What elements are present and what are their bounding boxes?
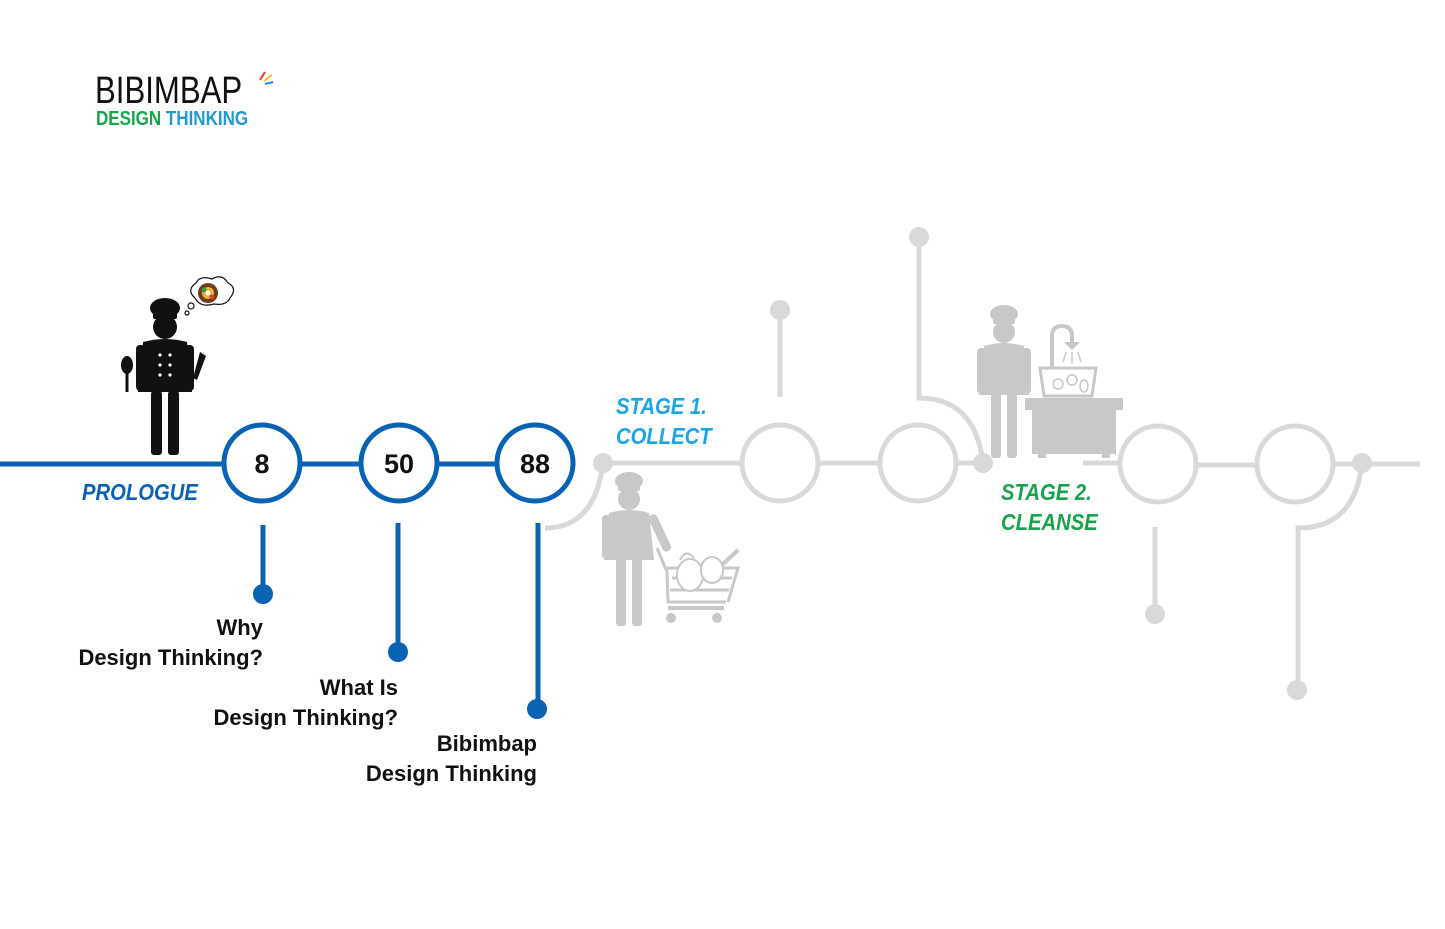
inactive-node-2 [877,422,959,504]
step-3-number: 88 [520,449,550,479]
logo-spark-icon [259,71,274,85]
stage1-label: STAGE 1. COLLECT [616,391,712,451]
stage2-label-line1: STAGE 2. [1001,479,1092,505]
inactive-end-dot [1287,680,1307,700]
step-2-dot [388,642,408,662]
stage1-label-line1: STAGE 1. [616,393,707,419]
inactive-nodes [739,422,1336,505]
step-2-label[interactable]: What Is Design Thinking? [213,673,398,733]
logo-tagline-word2: THINKING [165,108,249,130]
step-1-number: 8 [254,449,269,479]
inactive-track [544,237,1420,690]
step-1-dot [253,584,273,604]
step-3-label-line2: Design Thinking [365,761,537,786]
inactive-dots [593,227,1372,700]
inactive-end-dot [770,300,790,320]
inactive-node-4 [1254,423,1336,505]
inactive-node-3 [1117,423,1199,505]
inactive-end-dot [909,227,929,247]
active-end-dots [253,584,547,719]
active-track [0,461,541,709]
step-node-1[interactable]: 8 [221,422,303,504]
inactive-end-dot [1145,604,1165,624]
chef-sink-icon [977,305,1123,458]
logo-tagline: DESIGN THINKING [96,109,248,129]
stage2-junction-dot [973,453,993,473]
step-1-label-line2: Design Thinking? [78,645,263,670]
step-3-label-line1: Bibimbap [436,731,537,756]
step-node-3[interactable]: 88 [494,422,576,504]
step-3-dot [527,699,547,719]
stage2-label: STAGE 2. CLEANSE [1001,477,1098,537]
stage1-junction-dot [593,453,613,473]
logo-tagline-word1: DESIGN [96,108,162,130]
chef-shopping-cart-icon [602,472,741,626]
inactive-end-dot [1352,453,1372,473]
step-node-2[interactable]: 50 [358,422,440,504]
inactive-node-1 [739,422,821,504]
stage1-label-line2: COLLECT [616,423,712,449]
step-1-label-line1: Why [216,615,263,640]
step-2-label-line2: Design Thinking? [213,705,398,730]
step-2-label-line1: What Is [319,675,398,700]
step-1-label[interactable]: Why Design Thinking? [78,613,263,673]
prologue-label: PROLOGUE [82,479,198,505]
logo-wordmark: BIBIMBAP [95,70,243,112]
chef-thinking-icon [121,276,235,455]
step-2-number: 50 [384,449,414,479]
stage2-label-line2: CLEANSE [1001,509,1098,535]
step-3-label[interactable]: Bibimbap Design Thinking [366,729,537,789]
